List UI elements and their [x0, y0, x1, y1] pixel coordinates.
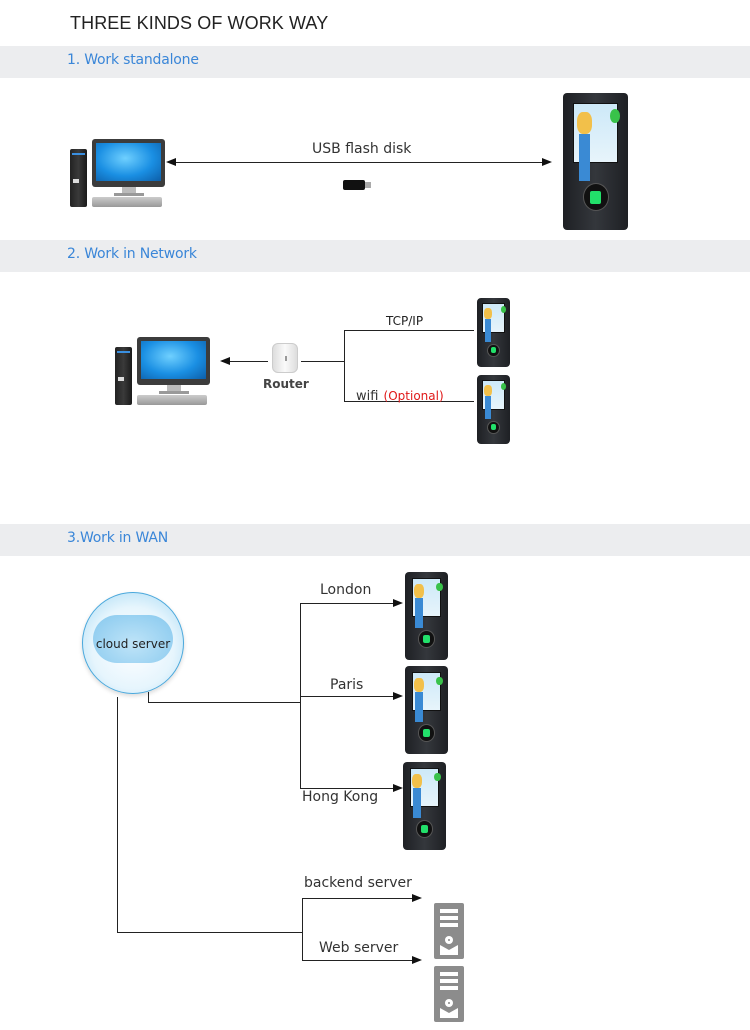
arrow-right-icon — [412, 956, 422, 964]
access-control-device-icon — [405, 666, 448, 754]
arrow-left-icon — [166, 158, 176, 166]
access-control-device-icon — [477, 298, 510, 367]
server-icon — [434, 903, 464, 959]
usb-flash-disk-label: USB flash disk — [312, 141, 412, 157]
section-header-network: 2. Work in Network — [0, 240, 750, 272]
access-control-device-icon — [477, 375, 510, 444]
usb-flash-disk-icon — [343, 180, 371, 190]
cloud-server-icon: cloud server — [82, 592, 184, 694]
web-server-line — [302, 960, 414, 961]
section-heading: 3.Work in WAN — [67, 530, 168, 546]
server-icon — [434, 966, 464, 1022]
site-label-london: London — [320, 582, 372, 598]
access-control-device-icon — [405, 572, 448, 660]
access-control-device-icon — [403, 762, 446, 850]
site-label-hong-kong: Hong Kong — [302, 789, 379, 805]
optional-note: (Optional) — [383, 389, 444, 403]
servers-feed-line — [117, 932, 303, 933]
section-heading: 2. Work in Network — [67, 246, 197, 262]
router-to-switch-line — [301, 361, 344, 362]
router-icon — [272, 343, 298, 373]
cloud-to-servers-line — [117, 697, 118, 933]
section-heading: 1. Work standalone — [67, 52, 199, 68]
arrow-right-icon — [393, 692, 403, 700]
arrow-right-icon — [393, 599, 403, 607]
arrow-right-icon — [412, 894, 422, 902]
tcpip-label: TCP/IP — [386, 314, 424, 328]
servers-trunk-line — [302, 898, 303, 960]
wifi-label: wifi — [356, 389, 379, 404]
site-label-paris: Paris — [330, 677, 364, 693]
web-server-label: Web server — [319, 940, 399, 956]
section-header-standalone: 1. Work standalone — [0, 46, 750, 78]
router-label: Router — [263, 377, 309, 391]
backend-server-line — [302, 898, 414, 899]
wifi-line — [344, 401, 474, 402]
arrow-left-icon — [220, 357, 230, 365]
backend-server-label: backend server — [304, 875, 412, 891]
arrow-right-icon — [542, 158, 552, 166]
paris-line — [300, 696, 395, 697]
router-to-pc-line — [222, 361, 268, 362]
cloud-server-label: cloud server — [95, 637, 171, 651]
section-header-wan: 3.Work in WAN — [0, 524, 750, 556]
tcpip-line — [344, 330, 474, 331]
hong-kong-line — [300, 788, 395, 789]
page-title: THREE KINDS OF WORK WAY — [70, 13, 329, 33]
cloud-to-sites-line — [148, 702, 301, 703]
wifi-label-group: wifi (Optional) — [356, 385, 444, 404]
access-control-device-icon — [563, 93, 628, 230]
arrow-right-icon — [393, 784, 403, 792]
london-line — [300, 603, 395, 604]
cloud-out-line — [148, 692, 149, 703]
usb-connector-line — [170, 162, 548, 163]
network-trunk-line — [344, 330, 345, 402]
